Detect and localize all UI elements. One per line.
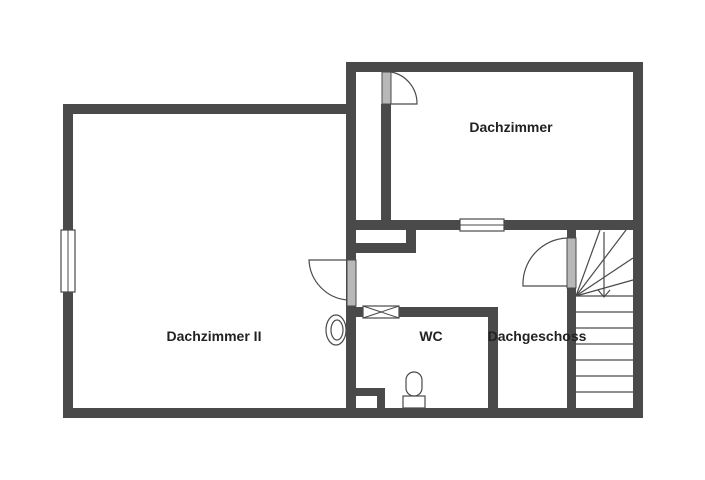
toilet-icon [402,371,426,409]
wall-right [633,62,643,418]
door-stair [522,237,577,289]
wall-left-room-top [63,104,353,114]
wall-wc-shaft-top [346,388,383,396]
stair-direction-arrow [597,232,611,298]
window-partition [459,218,505,232]
room-label-dachzimmer-ii: Dachzimmer II [167,328,262,344]
wall-wc-shaft-right [377,388,385,418]
window-left [60,229,76,293]
staircase [575,229,634,393]
wall-wc-right [488,307,498,418]
wall-closet-right [381,104,391,229]
room-label-dachzimmer: Dachzimmer [469,119,553,135]
wall-center-vertical [346,228,356,418]
room-label-dachgeschoss: Dachgeschoss [488,328,587,344]
wall-upper-left [346,62,356,114]
wall-alcove-right [406,228,416,253]
wall-wc-top [346,307,498,317]
wall-closet-left [346,114,356,229]
window-wc [362,305,400,319]
wall-stair-left [567,228,576,418]
door-dachzimmer-ii [308,259,357,307]
room-label-wc: WC [419,328,442,344]
wall-upper-room-top [346,62,643,72]
sink-icon [325,314,347,346]
door-dachzimmer [381,71,418,105]
wall-alcove-bottom [346,243,416,253]
